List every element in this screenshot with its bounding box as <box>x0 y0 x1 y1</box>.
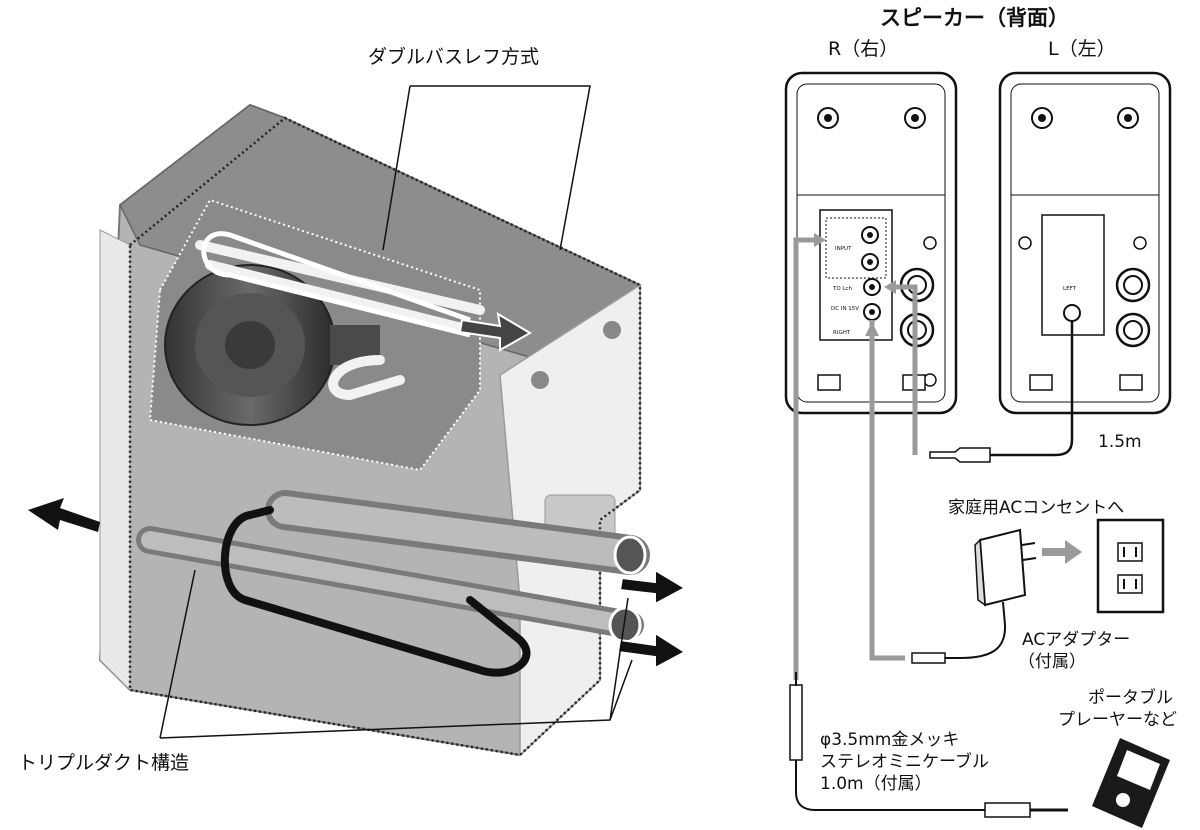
mini-stereo-cable <box>789 672 1068 818</box>
screw-icon <box>923 236 937 250</box>
leader-top <box>382 85 591 251</box>
panel-dc-in-text: DC IN 15V <box>831 306 859 312</box>
gray-route-dc <box>869 320 905 661</box>
left-speaker-back: LEFT <box>998 71 1172 415</box>
woofer-driver <box>164 264 380 426</box>
airflow-black-path <box>221 506 531 677</box>
upper-duct-path <box>195 240 485 401</box>
gray-route-dc-arrow <box>865 322 879 336</box>
double-bass-reflex-label: ダブルバスレフ方式 <box>368 46 540 68</box>
screw-icon <box>923 373 937 387</box>
cable-length-label: 1.5m <box>1098 432 1142 452</box>
screw-icon <box>1018 236 1032 250</box>
l-to-r-cable <box>990 320 1074 457</box>
cable-spec-label: φ3.5mm金メッキ <box>820 730 960 750</box>
upper-duct-loop <box>201 231 471 338</box>
ac-adapter <box>911 528 1037 664</box>
right-speaker-label: R（右） <box>828 38 899 60</box>
terminal-panel <box>819 209 893 341</box>
panel-right-text: RIGHT <box>833 330 851 336</box>
speaker-cutaway <box>28 85 688 757</box>
back-view-title: スピーカー（背面） <box>880 6 1069 30</box>
cable-exit-icon <box>1063 304 1081 322</box>
panel-input-text: INPUT <box>835 246 852 252</box>
left-output-arrow <box>28 498 100 532</box>
panel-hole <box>531 371 549 389</box>
duct-output-arrow-1 <box>618 568 688 606</box>
upper-duct-arrow <box>458 312 532 352</box>
portable-player-icon <box>1092 738 1170 828</box>
gray-route-outlet-arrow <box>1042 540 1082 564</box>
adapter-label: ACアダプター <box>1022 630 1131 650</box>
lower-ducts <box>136 490 650 644</box>
outlet-label: 家庭用ACコンセントへ <box>948 498 1125 518</box>
cable-type-label: ステレオミニケーブル <box>820 752 989 772</box>
wall-outlet-icon <box>1096 518 1165 614</box>
player-sub-label: プレーヤーなど <box>1058 710 1177 730</box>
leader-bottom <box>159 569 633 739</box>
adapter-sub-label: （付属） <box>1018 652 1086 672</box>
gray-route-input-arrow <box>814 233 826 247</box>
cabinet-front-face <box>99 229 131 692</box>
left-speaker-label: L（左） <box>1048 38 1116 60</box>
gray-route-lch-arrow <box>884 280 896 294</box>
gray-route-lch <box>890 284 918 455</box>
panel-left-text: LEFT <box>1063 286 1077 292</box>
player-label: ポータブル <box>1088 688 1173 708</box>
cutaway-outline <box>128 116 642 757</box>
duct-output-arrow-2 <box>616 631 687 670</box>
l-to-r-plug <box>929 447 991 463</box>
screw-icon <box>1133 236 1147 250</box>
triple-duct-label: トリプルダクト構造 <box>18 752 190 774</box>
speaker-back-view: INPUT TO Lch DC IN 15V RIGHT <box>784 71 1172 828</box>
panel-to-lch-text: TO Lch <box>832 286 853 292</box>
cable-length-included-label: 1.0m（付属） <box>820 774 932 794</box>
panel-hole <box>603 321 621 339</box>
gray-route-input <box>793 237 820 680</box>
